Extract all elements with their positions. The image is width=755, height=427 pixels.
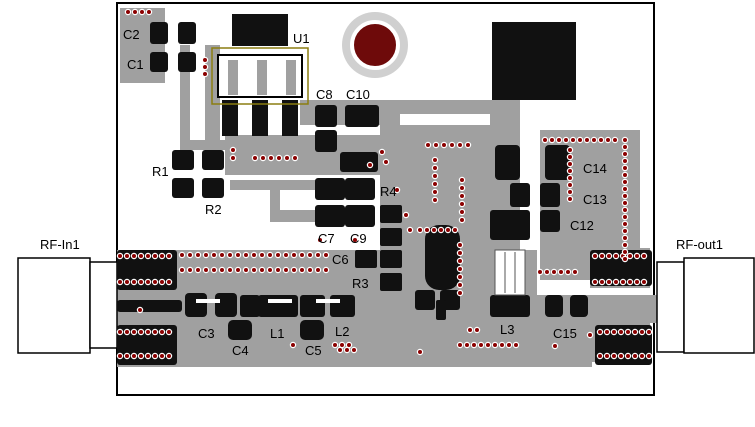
label-c7: C7 xyxy=(318,231,335,246)
rf-in-connector xyxy=(17,257,118,354)
label-c14: C14 xyxy=(583,161,607,176)
label-l1: L1 xyxy=(270,326,284,341)
label-r1: R1 xyxy=(152,164,169,179)
label-u1: U1 xyxy=(293,31,310,46)
component-labels: U1 C2 C1 C8 C10 R1 R2 R4 C7 C9 C6 R3 C14… xyxy=(40,27,723,358)
label-c8: C8 xyxy=(316,87,333,102)
label-c6: C6 xyxy=(332,252,349,267)
u1-outline xyxy=(211,47,309,105)
label-l3: L3 xyxy=(500,322,514,337)
label-rf-out: RF-out1 xyxy=(676,237,723,252)
label-c10: C10 xyxy=(346,87,370,102)
rf-out-connector xyxy=(656,257,755,354)
label-c5: C5 xyxy=(305,343,322,358)
label-r4: R4 xyxy=(380,184,397,199)
label-c13: C13 xyxy=(583,192,607,207)
label-rf-in: RF-In1 xyxy=(40,237,80,252)
label-c15: C15 xyxy=(553,326,577,341)
l3-outline xyxy=(494,249,526,296)
label-c9: C9 xyxy=(350,231,367,246)
label-l2: L2 xyxy=(335,324,349,339)
mounting-hole-icon xyxy=(342,12,408,78)
label-c12: C12 xyxy=(570,218,594,233)
label-r2: R2 xyxy=(205,202,222,217)
label-c1: C1 xyxy=(127,57,144,72)
via-icon xyxy=(116,8,653,360)
label-c2: C2 xyxy=(123,27,140,42)
label-c3: C3 xyxy=(198,326,215,341)
label-c4: C4 xyxy=(232,343,249,358)
rf-line-highlights xyxy=(196,299,340,303)
label-r3: R3 xyxy=(352,276,369,291)
